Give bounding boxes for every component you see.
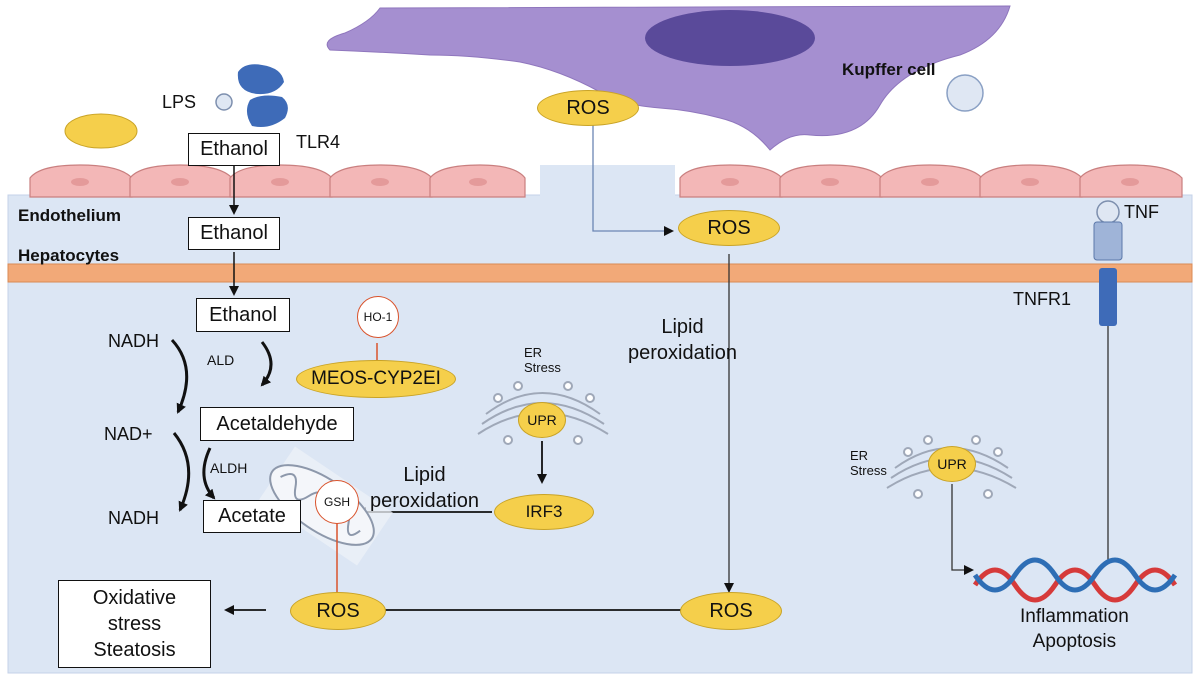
arrow-upr2-dna (951, 484, 974, 575)
er-stress-label-1: ER Stress (524, 345, 561, 375)
ethanol-box-1: Ethanol (188, 133, 280, 166)
lipid-peroxidation-label-2: Lipid peroxidation (370, 464, 479, 512)
lipid-peroxidation-label-1: Lipid peroxidation (628, 316, 737, 364)
kupffer-cell (326, 5, 1011, 151)
acetate-box: Acetate (203, 500, 301, 533)
aldh-label: ALDH (210, 460, 248, 476)
ros-bottom-left-oval: ROS (290, 592, 386, 630)
upr-oval-2: UPR (928, 446, 976, 482)
lps-label: LPS (162, 92, 197, 112)
ethanol-box-3: Ethanol (196, 298, 290, 332)
arrow-ros-kupffer-endothelium (592, 124, 674, 236)
kupffer-nucleus (645, 10, 815, 66)
nadh-bottom-label: NADH (108, 508, 160, 528)
ros-bottom-right-oval: ROS (680, 592, 782, 630)
ald-label: ALD (207, 352, 235, 368)
hepatocyte-membrane (7, 263, 1193, 283)
oxidative-stress-box: Oxidative stress Steatosis (58, 580, 211, 668)
dna-helix (972, 557, 1178, 603)
ros-endothelium-oval: ROS (678, 210, 780, 246)
ald-arrow (260, 341, 273, 387)
tnf-molecule (1096, 200, 1120, 224)
inflammation-apoptosis-label: Inflammation Apoptosis (1020, 606, 1129, 652)
nadh-top-label: NADH (108, 331, 160, 351)
nadh-arrow-1 (170, 338, 189, 414)
nadh-arrow-2 (172, 432, 191, 512)
tnfr1-label: TNFR1 (1013, 289, 1071, 309)
irf3-oval: IRF3 (494, 494, 594, 530)
er-stress-label-2: ER Stress (850, 448, 887, 478)
ho1-inhibitor: HO-1 (357, 296, 399, 338)
tlr4-receptor (237, 64, 288, 127)
kupffer-cell-label: Kupffer cell (842, 60, 936, 79)
lps-molecule (215, 93, 233, 111)
aldh-arrow (202, 447, 216, 500)
tnf-label: TNF (1124, 202, 1159, 222)
ethanol-box-2: Ethanol (188, 217, 280, 250)
upr-oval-1: UPR (518, 402, 566, 438)
hepatocytes-label: Hepatocytes (18, 246, 120, 265)
tlr4-label: TLR4 (296, 132, 341, 152)
ros-kupffer-oval: ROS (537, 90, 639, 126)
endothelial-gap (540, 165, 675, 197)
gsh-inhibitor: GSH (315, 480, 359, 524)
endothelium-label: Endothelium (18, 206, 121, 225)
endothelial-cells (29, 164, 1183, 198)
nad-plus-label: NAD+ (104, 424, 153, 444)
yellow-blob (64, 113, 138, 149)
tnfr1-lower (1099, 268, 1117, 326)
kupffer-vesicle (946, 74, 984, 112)
acetaldehyde-box: Acetaldehyde (200, 407, 354, 441)
tnfr1-upper (1093, 221, 1123, 261)
meos-cyp2ei-oval: MEOS-CYP2EI (296, 360, 456, 398)
